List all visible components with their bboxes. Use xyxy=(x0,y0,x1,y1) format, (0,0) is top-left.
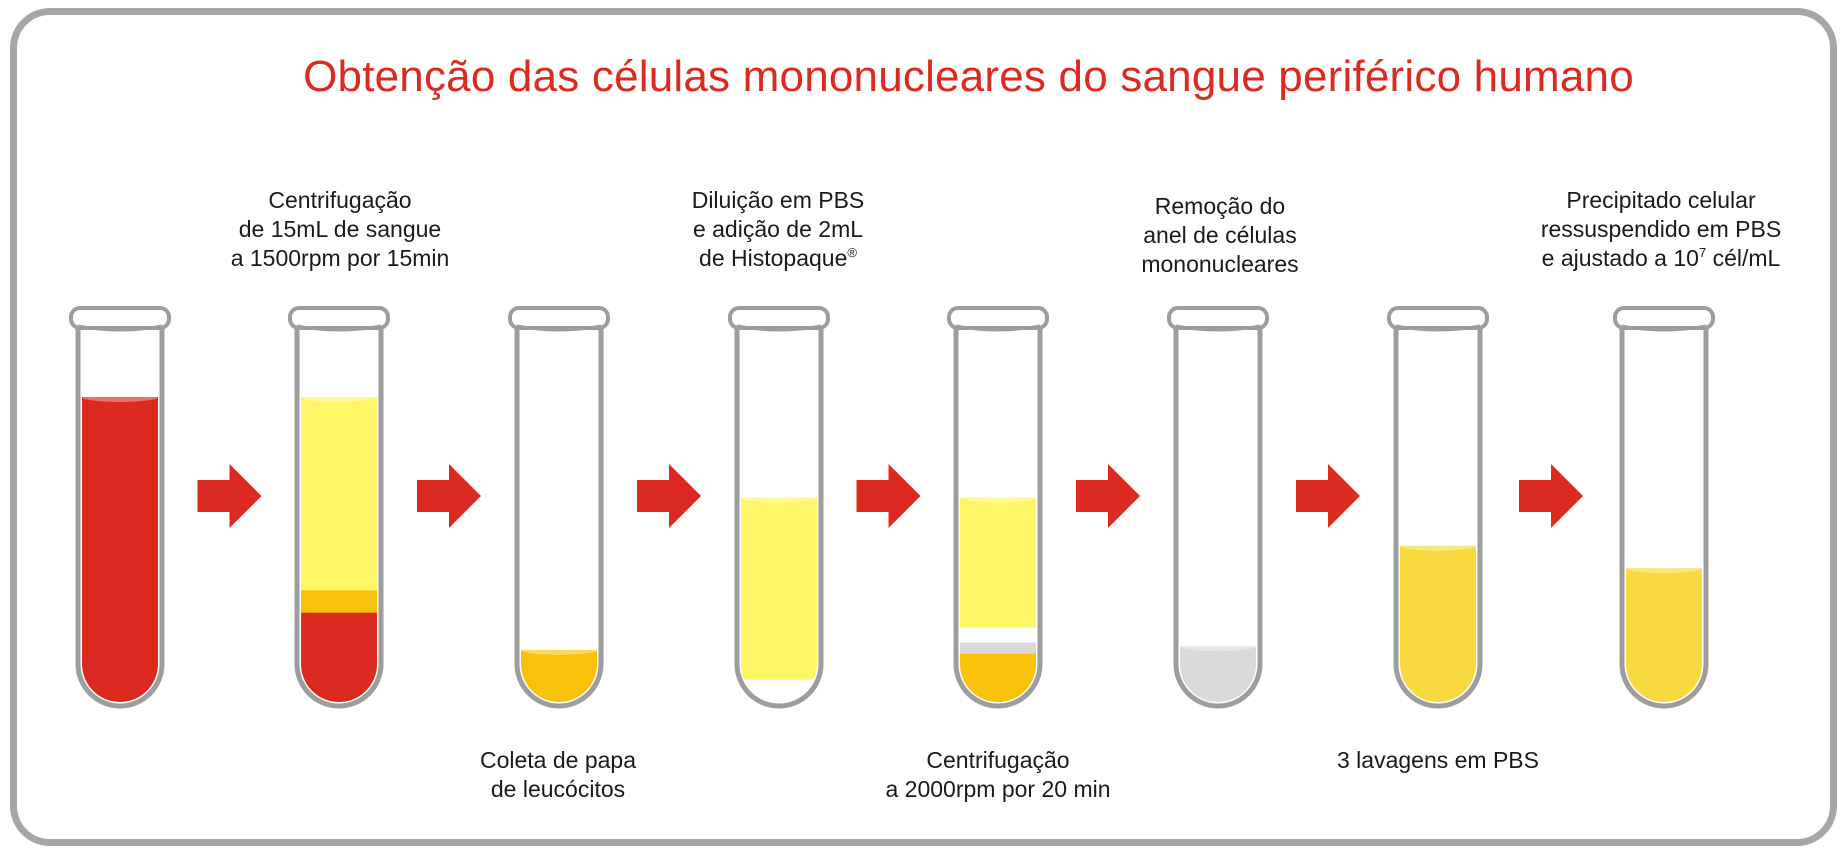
meniscus xyxy=(1400,540,1476,551)
meniscus xyxy=(1626,563,1702,574)
arrow-right-icon xyxy=(637,464,701,528)
arrow-right-icon xyxy=(1076,464,1140,528)
tube-2-separated xyxy=(288,306,390,709)
tube-glass xyxy=(953,328,1043,709)
tube-fluid xyxy=(1626,563,1702,702)
tube-mouth xyxy=(516,324,602,332)
caption-resuspended: Precipitado celular ressuspendido em PBS… xyxy=(1521,186,1801,273)
caption-line: de Histopaque® xyxy=(638,244,918,273)
tube-glass xyxy=(1619,328,1709,709)
caption-centrifugation-1: Centrifugação de 15mL de sangue a 1500rp… xyxy=(200,186,480,273)
caption-line: Centrifugação xyxy=(926,747,1070,773)
tube-mouth xyxy=(736,324,822,332)
caption-line: Centrifugação xyxy=(268,187,412,213)
tube-mouth xyxy=(1395,324,1481,332)
fluid-layer-histopaque xyxy=(741,679,817,702)
caption-centrifugation-2: Centrifugação a 2000rpm por 20 min xyxy=(858,746,1138,804)
caption-line: Coleta de papa xyxy=(479,747,636,773)
tube-rim xyxy=(508,306,610,330)
caption-buffy-collection: Coleta de papa de leucócitos xyxy=(418,746,698,804)
tube-rim xyxy=(69,306,171,330)
arrow-right-icon xyxy=(417,464,481,528)
tube-mouth xyxy=(296,324,382,332)
tube-3-buffy-coat xyxy=(508,306,610,709)
caption-line: de 15mL de sangue xyxy=(238,216,442,242)
caption-line: anel de células xyxy=(1143,222,1297,248)
tube-mouth xyxy=(955,324,1041,332)
tube-5-gradient xyxy=(947,306,1049,709)
tube-1-whole-blood xyxy=(69,306,171,709)
caption-line: Remoção do xyxy=(1154,193,1286,219)
caption-dilution: Diluição em PBS e adição de 2mL de Histo… xyxy=(638,186,918,273)
tube-rim xyxy=(947,306,1049,330)
tube-fluid xyxy=(960,492,1036,702)
fluid-layer-blood xyxy=(301,612,377,702)
tube-rim xyxy=(1167,306,1269,330)
tube-rim xyxy=(288,306,390,330)
tube-rim xyxy=(1387,306,1489,330)
arrow-right-icon xyxy=(197,464,262,528)
caption-line: ressuspendido em PBS xyxy=(1540,216,1782,242)
tube-glass xyxy=(734,328,824,709)
tube-fluid xyxy=(82,391,158,702)
caption-line: e adição de 2mL xyxy=(692,216,864,242)
arrow-right-icon xyxy=(1519,464,1583,528)
fluid-layer-resuspended-cells xyxy=(1626,568,1702,702)
tube-mouth xyxy=(77,324,163,332)
meniscus xyxy=(741,492,817,503)
meniscus xyxy=(82,391,158,402)
tube-7-washed xyxy=(1387,306,1489,709)
tube-fluid xyxy=(1400,540,1476,702)
caption-line: mononucleares xyxy=(1141,251,1299,277)
meniscus xyxy=(1180,641,1256,652)
meniscus xyxy=(521,644,597,655)
tube-fluid xyxy=(301,391,377,702)
fluid-layer-diluted-sample xyxy=(741,497,817,702)
tube-6-mononuclear-ring xyxy=(1167,306,1269,709)
tube-glass xyxy=(1173,328,1263,709)
tube-rim xyxy=(1613,306,1715,330)
tube-mouth xyxy=(1621,324,1707,332)
tube-fluid xyxy=(741,492,817,702)
tube-mouth xyxy=(1175,324,1261,332)
tube-glass xyxy=(294,328,384,709)
caption-line: 3 lavagens em PBS xyxy=(1336,747,1539,773)
caption-text: cél/mL xyxy=(1706,245,1781,271)
caption-line: Precipitado celular xyxy=(1566,187,1756,213)
caption-line: a 2000rpm por 20 min xyxy=(885,776,1111,802)
exponent: 7 xyxy=(1698,245,1707,260)
registered-mark: ® xyxy=(847,245,857,260)
fluid-layer-cells-in-pbs xyxy=(1400,545,1476,702)
arrow-right-icon xyxy=(1296,464,1360,528)
caption-line: a 1500rpm por 15min xyxy=(230,245,450,271)
caption-ring-removal: Remoção do anel de células mononucleares xyxy=(1080,192,1360,279)
caption-line: Diluição em PBS xyxy=(691,187,865,213)
caption-text: e ajustado a 10 xyxy=(1541,245,1699,271)
caption-line: de leucócitos xyxy=(490,776,626,802)
tube-glass xyxy=(75,328,165,709)
tube-rim xyxy=(728,306,830,330)
tube-4-diluted xyxy=(728,306,830,709)
tube-glass xyxy=(1393,328,1483,709)
caption-line: e ajustado a 107 cél/mL xyxy=(1521,244,1801,273)
caption-washes: 3 lavagens em PBS xyxy=(1298,746,1578,775)
tube-glass xyxy=(514,328,604,709)
tube-8-resuspended xyxy=(1613,306,1715,709)
fluid-layer-blood xyxy=(82,396,158,702)
caption-text: de Histopaque xyxy=(699,245,848,271)
arrow-right-icon xyxy=(856,464,921,528)
meniscus xyxy=(301,391,377,402)
diagram-title: Obtenção das células mononucleares do sa… xyxy=(303,52,1634,101)
meniscus xyxy=(960,492,1036,503)
